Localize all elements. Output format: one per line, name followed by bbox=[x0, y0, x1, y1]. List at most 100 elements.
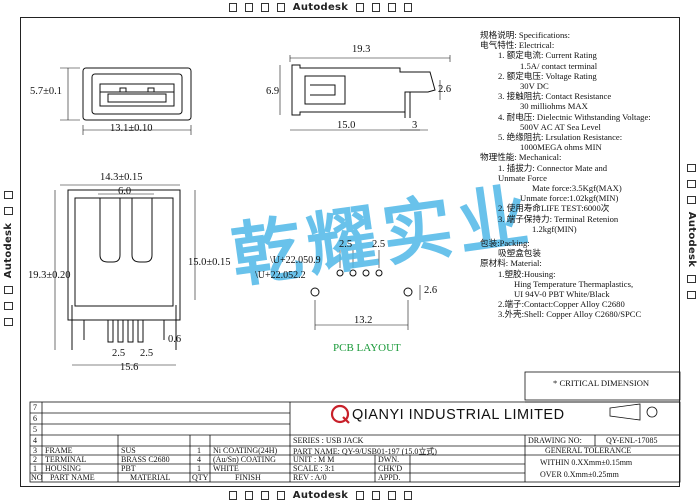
top-view bbox=[54, 184, 196, 366]
row-no: 2 bbox=[33, 455, 37, 464]
dim-5-7: 5.7±0.1 bbox=[30, 86, 63, 97]
spec-line: 500V AC AT Sea Level bbox=[520, 121, 601, 132]
watermark-band-top: Autodesk bbox=[225, 2, 416, 13]
critical-dimension-note: * CRITICAL DIMENSION bbox=[553, 378, 650, 388]
spec-line: 3. 端子保持力: Terminal Retenion bbox=[498, 213, 619, 224]
drawing-frame bbox=[20, 17, 680, 487]
dim-pcb-hole-b: \U+22.052.2 bbox=[255, 270, 306, 281]
unit: UNIT : M M bbox=[293, 455, 335, 464]
header-no: NO bbox=[31, 473, 43, 482]
dim-pcb-2-5-b: 2.5 bbox=[372, 239, 386, 250]
dim-14-3: 14.3±0.15 bbox=[100, 172, 143, 183]
tolerance-within: WITHIN 0.XXmm±0.15mm bbox=[540, 458, 633, 467]
row-finish: WHITE bbox=[213, 464, 239, 473]
watermark-band-bottom: Autodesk bbox=[225, 490, 416, 501]
spec-line: Unmate force:1.02kgf(MIN) bbox=[520, 193, 619, 204]
spec-line: 3. 接触阻抗: Contact Resistance bbox=[498, 91, 612, 102]
row-qty: 1 bbox=[197, 464, 201, 473]
spec-line: UI 94V-0 PBT White/Black bbox=[514, 289, 610, 300]
row-no: 7 bbox=[33, 403, 37, 412]
dim-2-6-side: 2.6 bbox=[438, 84, 452, 95]
header-qty: QTY bbox=[192, 473, 209, 482]
dim-15-0: 15.0 bbox=[337, 120, 356, 131]
appd-label: APPD. bbox=[378, 473, 401, 482]
row-no: 3 bbox=[33, 446, 37, 455]
dim-3: 3 bbox=[412, 120, 418, 131]
dim-pcb-13-2: 13.2 bbox=[354, 315, 373, 326]
spec-line: 2. 额定电压: Voltage Rating bbox=[498, 70, 597, 81]
pcb-layout-label: PCB LAYOUT bbox=[333, 342, 401, 354]
spec-line: Hing Temperature Thermaplastics, bbox=[514, 278, 634, 289]
spec-line: 4. 耐电压: Dielectnic Withstanding Voltage: bbox=[498, 111, 651, 122]
row-material: SUS bbox=[121, 446, 136, 455]
spec-line: 30 milliohms MAX bbox=[520, 101, 588, 112]
row-material: BRASS C2680 bbox=[121, 455, 170, 464]
dim-pcb-2-6: 2.6 bbox=[424, 285, 438, 296]
scale: SCALE : 3:1 bbox=[293, 464, 335, 473]
dwn-label: DWN. bbox=[378, 455, 400, 464]
dim-2-5-a: 2.5 bbox=[112, 348, 126, 359]
dim-13-1: 13.1±0.10 bbox=[110, 123, 153, 134]
row-qty: 4 bbox=[197, 455, 201, 464]
spec-line: 1.2kgf(MIN) bbox=[532, 223, 577, 234]
spec-line: 1000MEGA ohms MIN bbox=[520, 142, 602, 153]
row-part: FRAME bbox=[45, 446, 73, 455]
spec-line: 1. 额定电流: Current Rating bbox=[498, 50, 597, 61]
spec-line: 包装:Packing: bbox=[480, 238, 530, 249]
row-part: TERMINAL bbox=[45, 455, 87, 464]
header-material: MATERIAL bbox=[130, 473, 171, 482]
dim-2-5-b: 2.5 bbox=[140, 348, 154, 359]
series: SERIES : USB JACK bbox=[293, 436, 364, 445]
spec-line: 30V DC bbox=[520, 81, 549, 92]
dim-19-3-left: 19.3±0.20 bbox=[28, 270, 71, 281]
row-no: 4 bbox=[33, 436, 37, 445]
spec-line: 吸塑盒包装 bbox=[498, 248, 541, 259]
drawing-no-label: DRAWING NO: bbox=[528, 436, 582, 445]
spec-line: 1.5A/ contact terminal bbox=[520, 60, 598, 71]
dim-19-3-top: 19.3 bbox=[352, 44, 371, 55]
dim-6-0: 6.0 bbox=[118, 186, 132, 197]
dim-15-6: 15.6 bbox=[120, 362, 139, 373]
row-qty: 1 bbox=[197, 446, 201, 455]
spec-line: 1.塑胶:Housing: bbox=[498, 268, 556, 279]
dim-15-0-right: 15.0±0.15 bbox=[188, 257, 231, 268]
spec-line: 电气特性: Electrical: bbox=[480, 40, 555, 51]
header-part: PART NAME bbox=[50, 473, 95, 482]
dim-0-6: 0.6 bbox=[168, 334, 182, 345]
spec-line: 原材料: Material: bbox=[480, 258, 542, 269]
spec-line: 3.外壳:Shell: Copper Alloy C2680/SPCC bbox=[498, 309, 642, 320]
row-no: 6 bbox=[33, 414, 37, 423]
row-material: PBT bbox=[121, 464, 136, 473]
front-view bbox=[60, 67, 192, 135]
row-finish: Ni COATING(24H) bbox=[213, 446, 278, 455]
drawing-no: QY-ENL-17085 bbox=[606, 436, 658, 445]
spec-line: 规格说明: Specifications: bbox=[480, 30, 570, 40]
spec-line: 2.端子:Contact:Copper Alloy C2680 bbox=[498, 299, 625, 310]
spec-line: 2. 使用寿命LIFE TEST:6000次 bbox=[498, 203, 610, 214]
dim-pcb-hole-a: \U+22.050.9 bbox=[270, 255, 321, 266]
chkd-label: CHK'D bbox=[378, 464, 403, 473]
spec-line: 5. 绝缘阻抗: Lrsulation Resistance: bbox=[498, 132, 623, 143]
company-name: QIANYI INDUSTRIAL LIMITED bbox=[352, 407, 565, 423]
spec-line: 物理性能: Mechanical: bbox=[480, 152, 562, 163]
specifications-notes: 规格说明: Specifications: 电气特性: Electrical: … bbox=[480, 30, 680, 320]
title-block-lines bbox=[29, 371, 681, 483]
part-name: PART NAME: QY-9/USB01-197 (15.0立式) bbox=[293, 447, 437, 456]
row-no: 5 bbox=[33, 425, 37, 434]
row-no: 1 bbox=[33, 464, 37, 473]
projection-symbol-icon bbox=[609, 403, 658, 421]
header-finish: FINISH bbox=[235, 473, 261, 482]
pcb-layout bbox=[310, 250, 421, 330]
tolerance-over: OVER 0.Xmm±0.25mm bbox=[540, 470, 619, 479]
spec-line: 1. 插拔力: Connector Mate and bbox=[498, 162, 608, 173]
dim-6-9: 6.9 bbox=[266, 86, 280, 97]
spec-line: Unmate Force bbox=[498, 172, 547, 183]
spec-line: Mate force:3.5Kgf(MAX) bbox=[532, 183, 622, 194]
general-tolerance: GENERAL TOLERANCE bbox=[545, 446, 632, 455]
dim-pcb-2-5-a: 2.5 bbox=[339, 239, 353, 250]
company-logo-icon bbox=[330, 404, 350, 424]
rev: REV : A/0 bbox=[293, 473, 327, 482]
side-view bbox=[279, 55, 451, 131]
row-finish: (Au/Sn) COATING bbox=[213, 455, 276, 464]
